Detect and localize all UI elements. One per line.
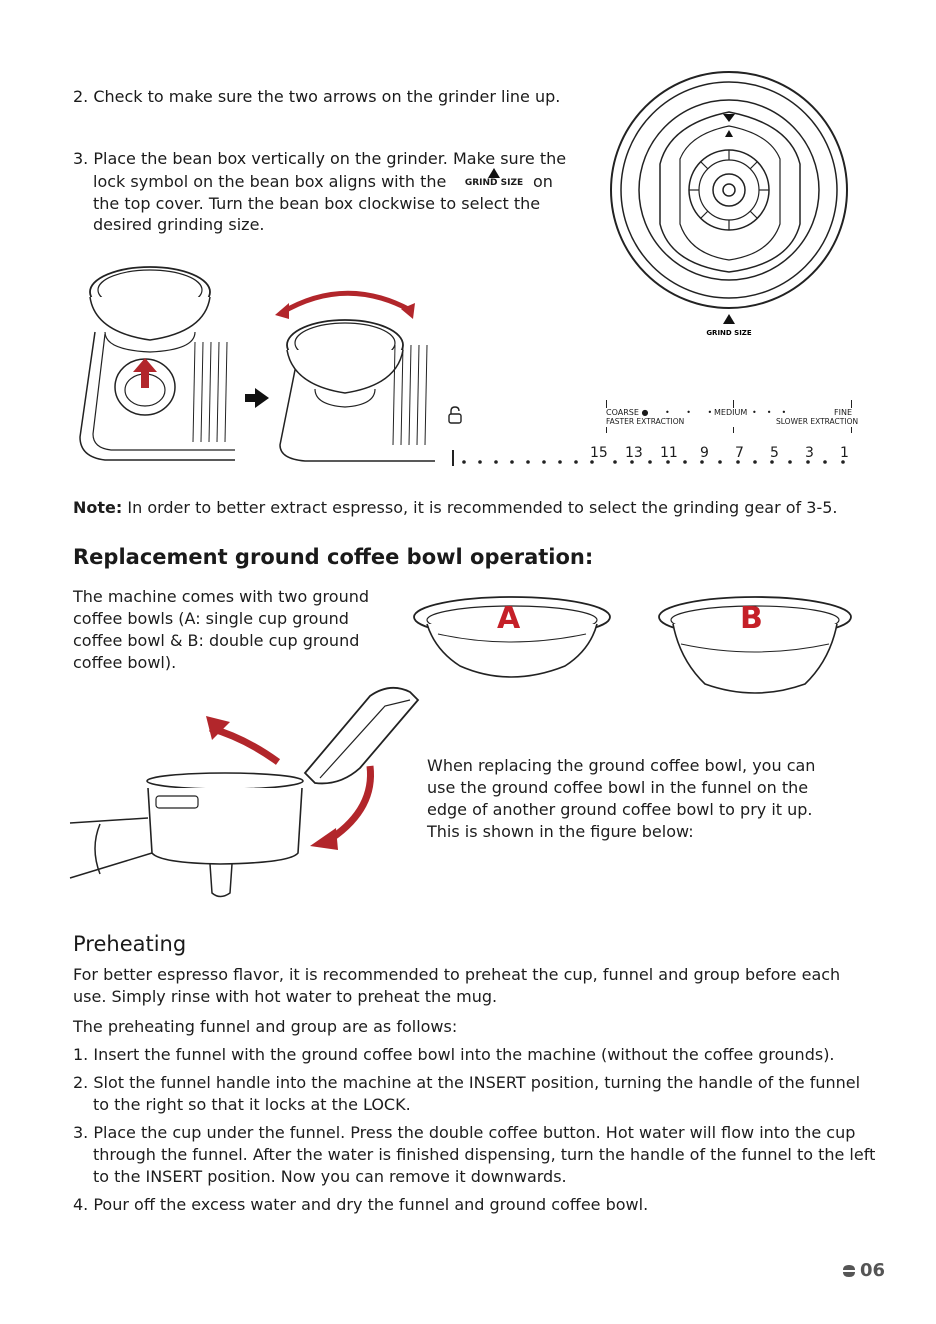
page-number: 06	[860, 1260, 886, 1281]
grind-number: 9	[700, 445, 709, 461]
arrow-right-icon	[245, 388, 269, 408]
preheating-subintro: The preheating funnel and group are as f…	[73, 1017, 458, 1036]
medium-dots: •••	[752, 408, 797, 417]
scale-tick	[606, 400, 607, 408]
preheating-step-4: 4. Pour off the excess water and dry the…	[73, 1195, 649, 1214]
replacement-intro: The machine comes with two ground coffee…	[73, 587, 369, 672]
grind-number: 1	[840, 445, 849, 461]
replacement-instructions: When replacing the ground coffee bowl, y…	[427, 756, 816, 841]
grinder-dial-illustration: GRIND SIZE	[610, 71, 848, 337]
bowl-b-label: B	[740, 601, 763, 636]
medium-label: MEDIUM	[714, 408, 748, 417]
scale-tick	[851, 427, 852, 433]
grinder-dial-label: GRIND SIZE	[706, 329, 752, 337]
bean-box-on-grinder-illustration	[79, 266, 235, 461]
scale-start-marker	[452, 450, 454, 466]
step-3-line4: desired grinding size.	[93, 215, 265, 234]
grind-number: 3	[805, 445, 814, 461]
page-number-badge: 06	[842, 1260, 885, 1281]
grind-scale-dots	[462, 460, 845, 464]
bowl-a-illustration	[413, 596, 611, 678]
note-text: In order to better extract espresso, it …	[122, 498, 838, 517]
slower-extraction-label: SLOWER EXTRACTION	[776, 417, 859, 426]
preheating-step-1: 1. Insert the funnel with the ground cof…	[73, 1045, 835, 1064]
scale-tick	[733, 400, 734, 408]
step-2-text: 2. Check to make sure the two arrows on …	[73, 87, 561, 106]
step-3-line2: lock symbol on the bean box aligns with …	[93, 171, 446, 193]
step-3-line2-text: lock symbol on the bean box aligns with …	[93, 172, 447, 191]
scale-tick	[733, 427, 734, 433]
preheating-step-3: 3. Place the cup under the funnel. Press…	[73, 1123, 876, 1186]
replacement-title: Replacement ground coffee bowl operation…	[73, 545, 594, 569]
grind-number: 15	[590, 445, 608, 461]
grind-size-inline-label: GRIND SIZE	[464, 178, 524, 188]
grind-number: 11	[660, 445, 678, 461]
bowl-b-illustration	[658, 596, 852, 694]
grind-number: 5	[770, 445, 779, 461]
step-3-on: on	[533, 172, 553, 191]
note-label: Note:	[73, 498, 123, 517]
coarse-text: COARSE	[606, 408, 639, 417]
preheating-heading: Preheating	[73, 932, 187, 956]
grind-number: 7	[735, 445, 744, 461]
rotate-bean-box-illustration	[275, 290, 435, 462]
triangle-up-icon	[488, 168, 500, 178]
scale-tick	[851, 400, 852, 408]
bowl-a-label: A	[497, 601, 521, 636]
lock-icon	[448, 406, 462, 424]
preheating-step-2: 2. Slot the funnel handle into the machi…	[73, 1073, 861, 1114]
fine-label: FINE	[834, 408, 852, 417]
note-paragraph: Note: In order to better extract espress…	[73, 497, 873, 519]
grind-size-inline-symbol: GRIND SIZE	[459, 168, 529, 189]
grind-number: 13	[625, 445, 643, 461]
step-3-line3: the top cover. Turn the bean box clockwi…	[93, 194, 541, 213]
scale-tick	[606, 427, 607, 433]
coffee-bean-icon	[843, 1264, 855, 1277]
funnel-pry-illustration	[69, 686, 420, 898]
faster-extraction-label: FASTER EXTRACTION	[606, 417, 685, 426]
step-3-line1: 3. Place the bean box vertically on the …	[73, 149, 567, 168]
preheating-intro: For better espresso flavor, it is recomm…	[73, 965, 841, 1006]
coarse-label: COARSE ● • • •	[606, 408, 720, 417]
